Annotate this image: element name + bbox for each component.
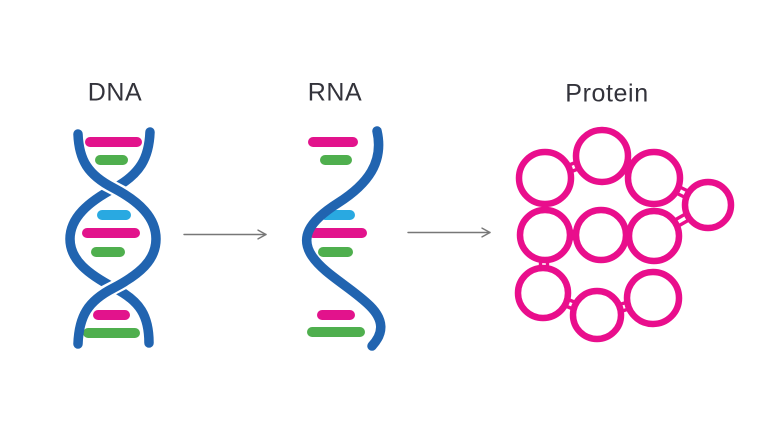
rna-rung-green [307,327,365,337]
rna-rung-green [318,247,353,257]
protein-node [572,126,632,186]
dna-rung-magenta [85,137,142,147]
dna-strand-back [65,127,155,348]
dna-rung-green [83,328,140,338]
protein-node [569,287,625,343]
rna-rung-magenta [308,137,358,147]
rna-label: RNA [307,78,363,107]
rna-to-protein-arrow [407,227,491,238]
dna-helix-illustration [65,127,161,349]
protein-node [514,264,572,322]
protein-node [515,148,575,208]
arrow-head [257,229,267,240]
dna-rung-magenta [93,310,130,320]
protein-node [516,206,574,264]
rna-rung-magenta [317,310,355,320]
protein-node [681,178,735,232]
dna-rung-green [95,155,128,165]
rna-rung-magenta [308,228,367,238]
rna-rung-green [320,155,352,165]
protein-node [624,148,684,208]
rna-strand [301,126,386,351]
rna-strand-illustration [301,126,386,351]
dna-rung-green [91,247,125,257]
protein-chain-illustration [514,126,735,343]
dna-label: DNA [87,78,143,107]
dna-to-rna-arrow [183,229,267,240]
arrow-head [481,227,491,238]
dna-rung-cyan [97,210,131,220]
protein-node [623,268,683,328]
dna-strand-front [73,129,161,349]
protein-node [625,207,683,265]
protein-label: Protein [565,79,649,108]
protein-node [572,206,630,264]
dna-rung-magenta [82,228,140,238]
